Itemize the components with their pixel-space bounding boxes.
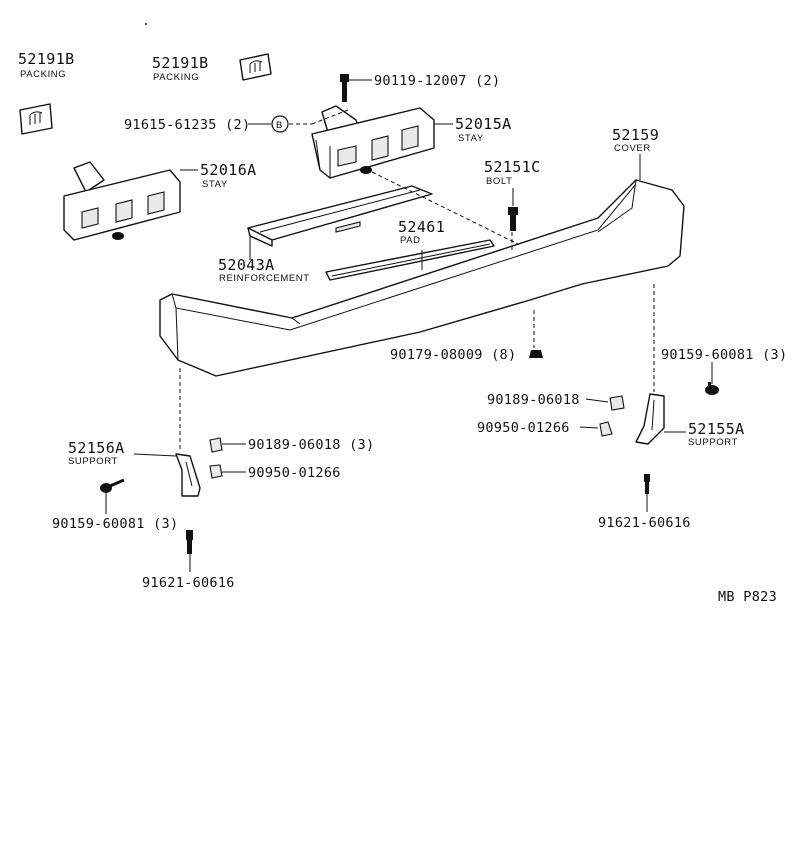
bolt-top-shape [340, 74, 349, 102]
screw-right-number: 90159-60081 (3) [661, 347, 787, 363]
bolt-c-number: 52151C [484, 158, 541, 176]
nut-right-shape [609, 395, 625, 411]
stay-right-name: STAY [458, 133, 484, 144]
stay-right-number: 52015A [455, 115, 512, 133]
screw-left-shape [100, 478, 125, 493]
reinforcement-name: REINFORCEMENT [219, 273, 310, 284]
reinforcement-number: 52043A [218, 256, 275, 274]
support-left-number: 52156A [68, 439, 125, 457]
diagram-code: MB P823 [718, 589, 777, 605]
grommet-right-number: 90950-01266 [477, 420, 570, 436]
bolt-left-shape [186, 530, 193, 554]
stay-left-shape [63, 161, 181, 241]
stay-right-shape [311, 105, 435, 179]
pad-number: 52461 [398, 218, 445, 236]
support-right-number: 52155A [688, 420, 745, 438]
cover-number: 52159 [612, 126, 659, 144]
clip-b-number: 91615-61235 (2) [124, 117, 250, 133]
stay-left-number: 52016A [200, 161, 257, 179]
reinforcement-shape [247, 185, 433, 247]
support-left-shape [175, 453, 201, 497]
bolt-right-number: 91621-60616 [598, 515, 691, 531]
grommet-right-shape [599, 421, 613, 437]
grommet-left-number: 90950-01266 [248, 465, 341, 481]
nut-right-number: 90189-06018 [487, 392, 580, 408]
packing-left-number: 52191B [18, 50, 75, 68]
grommet-left-shape [209, 464, 223, 479]
packing-top-shape [239, 53, 272, 81]
bolt-c-shape [508, 207, 518, 231]
packing-top-number: 52191B [152, 54, 209, 72]
stray-dot [145, 23, 147, 25]
packing-top-name: PACKING [153, 72, 199, 83]
screw-right-shape [705, 382, 719, 395]
bolt-left-number: 91621-60616 [142, 575, 235, 591]
nut-left-shape [209, 437, 223, 453]
screw-left-number: 90159-60081 (3) [52, 516, 178, 532]
bolt-right-shape [644, 474, 650, 494]
nut-center-shape [529, 350, 543, 358]
cover-shape [159, 179, 685, 377]
support-right-name: SUPPORT [688, 437, 738, 448]
support-right-shape [635, 393, 665, 445]
support-left-name: SUPPORT [68, 456, 118, 467]
packing-left-name: PACKING [20, 69, 66, 80]
bolt-c-name: BOLT [486, 176, 513, 187]
clip-b-shape: B [271, 115, 289, 133]
cover-name: COVER [614, 143, 651, 154]
pad-shape [325, 239, 495, 281]
pad-name: PAD [400, 235, 421, 246]
clip-b-symbol: B [276, 120, 283, 131]
nut-center-number: 90179-08009 (8) [390, 347, 516, 363]
stay-left-name: STAY [202, 179, 228, 190]
packing-left-shape [19, 103, 53, 135]
nut-left-number: 90189-06018 (3) [248, 437, 374, 453]
bolt-top-number: 90119-12007 (2) [374, 73, 500, 89]
